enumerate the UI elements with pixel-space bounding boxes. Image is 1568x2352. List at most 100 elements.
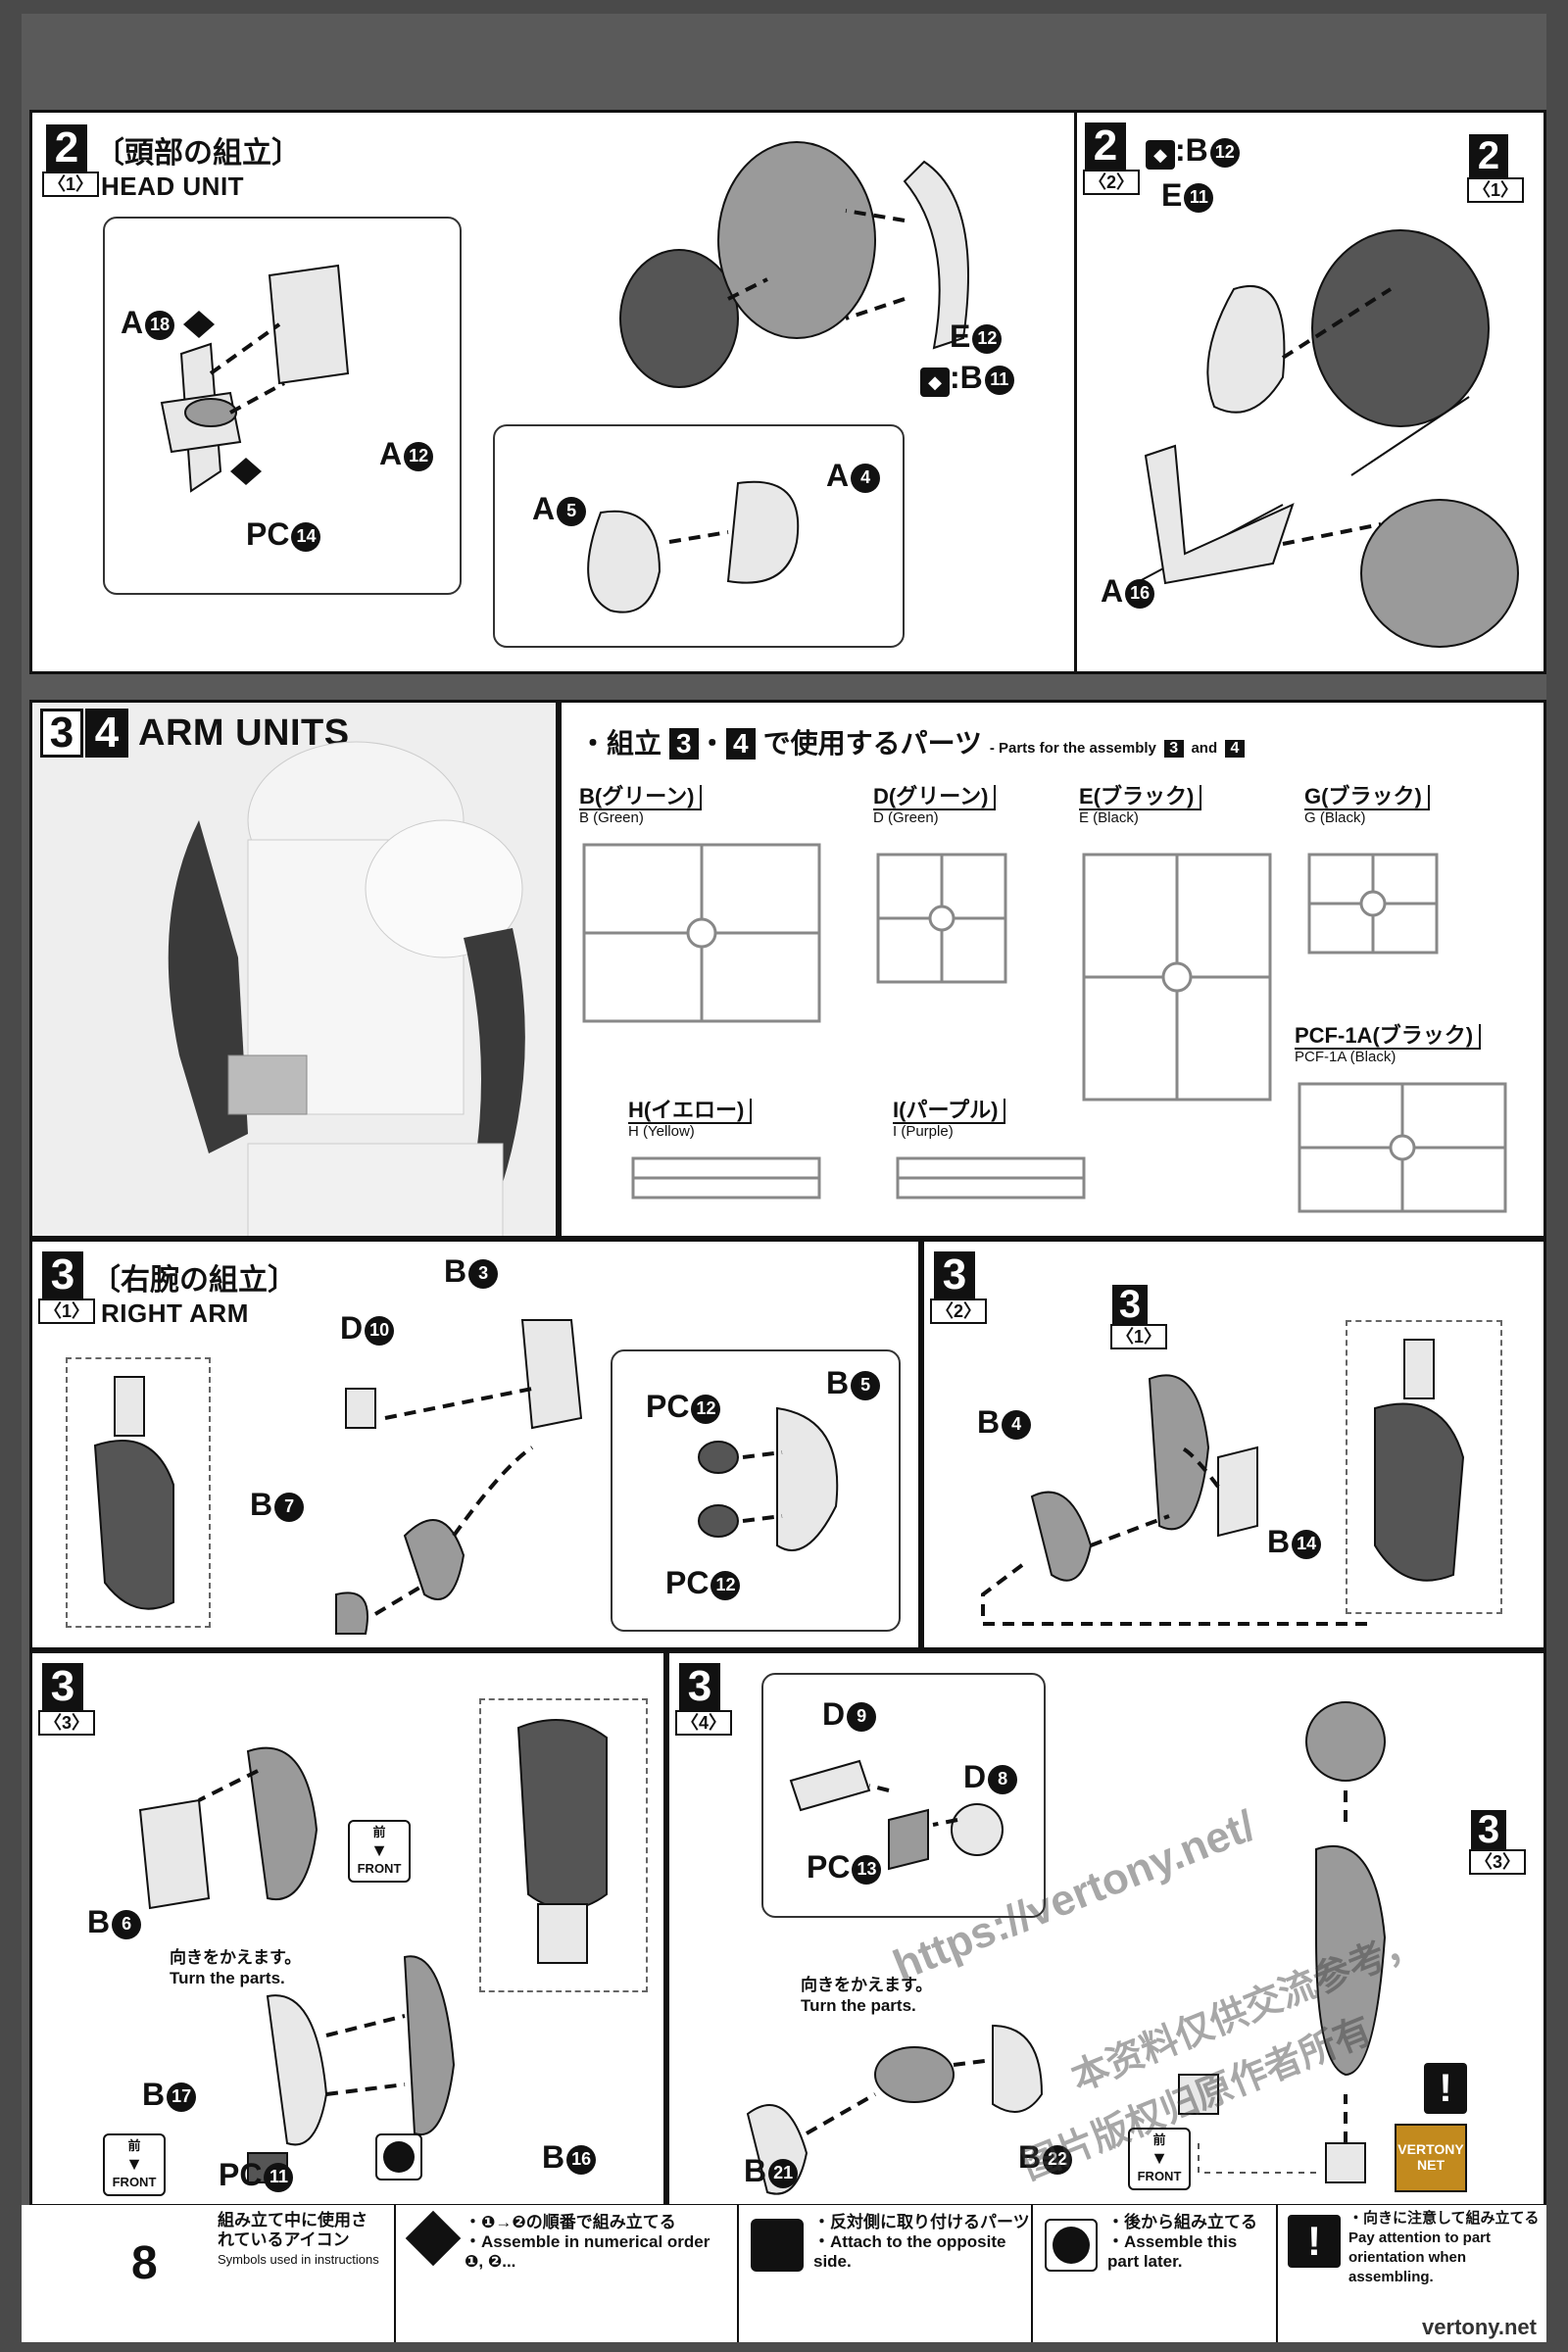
runner-pcf1a-diagram — [1298, 1082, 1507, 1213]
substep-badge: 〈2〉 — [930, 1298, 988, 1324]
legend-item-attention: ! ・向きに注意して組み立てる Pay attention to part or… — [1276, 2205, 1546, 2342]
step-number: 2 — [1085, 122, 1126, 170]
opposite-side-icon — [751, 2219, 804, 2272]
front-direction-icon-bottom: 前 ▼ FRONT — [103, 2133, 166, 2196]
runner-sub-d: D (Green) — [873, 809, 939, 826]
runner-sub-h: H (Yellow) — [628, 1123, 695, 1140]
runner-title-i: I(パープル) — [893, 1099, 1006, 1124]
pc-joint-illustration — [698, 1406, 839, 1551]
ref-step-number: 3 — [1471, 1808, 1506, 1851]
front-direction-icon-top: 前 ▼ FRONT — [348, 1820, 411, 1883]
ref-step-number: 2 — [1469, 134, 1508, 177]
runner-title-b: B(グリーン) — [579, 785, 703, 810]
substep-badge: 〈2〉 — [1083, 170, 1141, 195]
upper-arm-assembly-illustration — [138, 1746, 318, 1910]
substep-badge: 〈1〉 — [42, 172, 100, 197]
turn-parts-note: 向きをかえます。 Turn the parts. — [801, 1976, 933, 2015]
legend-item-later: ・後から組み立てる ・Assemble this part later. — [1031, 2205, 1266, 2342]
ref-substep-badge: 〈1〉 — [1467, 177, 1525, 203]
runner-sub-b: B (Green) — [579, 809, 644, 826]
attention-icon: ! — [1288, 2215, 1341, 2268]
panel-parts-list: ・組立 3・4 で使用するパーツ - Parts for the assembl… — [559, 700, 1546, 1239]
ref-substep-badge: 〈1〉 — [1110, 1324, 1168, 1349]
forearm-assembly-illustration — [981, 1374, 1375, 1626]
figure-arm-photo — [168, 741, 525, 1236]
helmet-assembly-illustration — [619, 141, 969, 388]
step-title-arm-units: ARM UNITS — [138, 712, 350, 754]
arm-final-illustration — [1178, 1701, 1387, 2183]
step-number: 3 — [42, 1250, 83, 1298]
runner-title-e: E(ブラック) — [1079, 785, 1202, 810]
face-assembly-illustration — [160, 264, 350, 493]
runner-e-diagram — [1082, 853, 1272, 1102]
substep-badge: 〈4〉 — [675, 1710, 733, 1736]
eye-assembly-illustration — [587, 480, 800, 613]
runner-h-diagram — [631, 1156, 821, 1200]
step-number: 3 — [679, 1662, 720, 1710]
legend-later-text: ・後から組み立てる ・Assemble this part later. — [1107, 2213, 1257, 2271]
attention-icon: ! — [1424, 2063, 1467, 2114]
step-number: 3 — [42, 1662, 83, 1710]
assemble-later-icon — [1045, 2219, 1098, 2272]
site-watermark: vertony.net — [1422, 2315, 1537, 2339]
substep-badge: 〈1〉 — [38, 1298, 96, 1324]
step-number: 2 — [46, 123, 87, 172]
runner-d-diagram — [876, 853, 1007, 984]
opposite-side-icon: ◆ — [920, 368, 950, 397]
helmet-visor-illustration — [1135, 229, 1519, 648]
assemble-later-icon — [375, 2133, 422, 2180]
runner-sub-i: I (Purple) — [893, 1123, 954, 1140]
runner-title-h: H(イエロー) — [628, 1099, 753, 1124]
footer-legend: 8 組み立て中に使用されているアイコン Symbols used in inst… — [22, 2205, 1546, 2342]
ref-step-number: 3 — [1112, 1283, 1148, 1326]
front-direction-icon: 前 ▼ FRONT — [1128, 2128, 1191, 2190]
legend-opposite-text: ・反対側に取り付けるパーツ ・Attach to the opposite si… — [813, 2213, 1030, 2271]
step-number: 3 — [934, 1250, 975, 1298]
step-title-en: RIGHT ARM — [101, 1298, 249, 1328]
page-number: 8 — [131, 2237, 158, 2289]
inset-pc-joint — [611, 1349, 901, 1632]
legend-attention-text: ・向きに注意して組み立てる Pay attention to part orie… — [1348, 2210, 1540, 2285]
runner-sub-pcf1a: PCF-1A (Black) — [1295, 1049, 1396, 1065]
ref-substep-badge: 〈3〉 — [1469, 1849, 1527, 1875]
legend-title: 組み立て中に使用されているアイコン Symbols used in instru… — [218, 2211, 379, 2267]
legend-item-order: ・❶→❷の順番で組み立てる ・Assemble in numerical ord… — [394, 2205, 727, 2342]
runner-g-diagram — [1307, 853, 1439, 955]
parts-heading: ・組立 3・4 で使用するパーツ - Parts for the assembl… — [579, 722, 1245, 761]
upper-arm-reference-illustration — [516, 1719, 608, 1964]
turn-parts-note: 向きをかえます。 Turn the parts. — [170, 1948, 302, 1987]
runner-title-d: D(グリーン) — [873, 785, 997, 810]
step-title-jp: 〔頭部の組立〕 — [95, 137, 301, 170]
legend-item-opposite: ・反対側に取り付けるパーツ ・Attach to the opposite si… — [737, 2205, 1031, 2342]
step-number-4: 4 — [85, 709, 128, 758]
step-number-3: 3 — [40, 709, 83, 758]
substep-badge: 〈3〉 — [38, 1710, 96, 1736]
